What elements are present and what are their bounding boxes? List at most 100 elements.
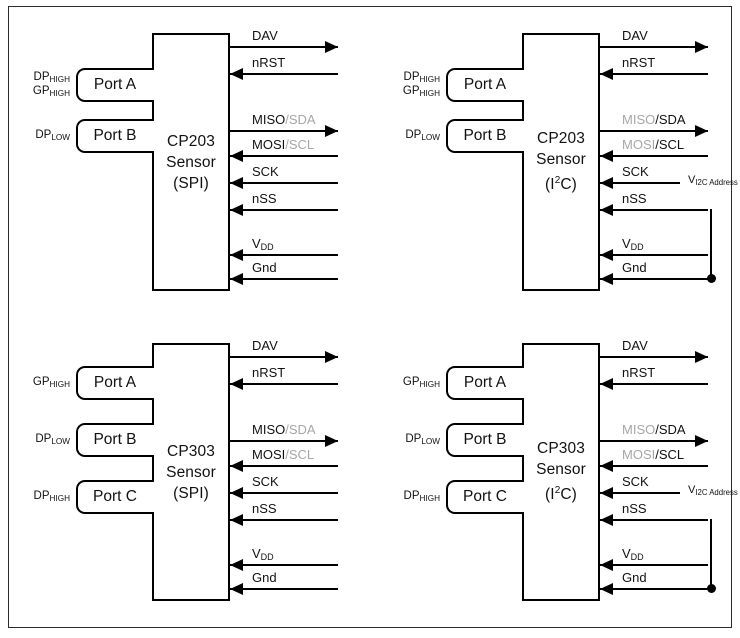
arrow-in-sck bbox=[230, 176, 243, 189]
signal-label-miso: MISO/SDA bbox=[252, 422, 316, 437]
signal-label-gnd: Gnd bbox=[252, 260, 277, 275]
arrow-in-nrst bbox=[600, 377, 613, 390]
signal-wire-miso bbox=[600, 440, 708, 442]
signal-wire-vdd bbox=[600, 254, 708, 256]
port-box-port-c[interactable]: Port C bbox=[76, 480, 152, 514]
signal-wire-mosi bbox=[600, 465, 708, 467]
signal-wire-nrst bbox=[230, 73, 338, 75]
signal-label-nss: nSS bbox=[622, 501, 647, 516]
sensor-kind-label: Sensor bbox=[166, 463, 216, 481]
signal-wire-vdd bbox=[230, 564, 338, 566]
arrow-in-vdd bbox=[230, 248, 243, 261]
arrow-in-sck bbox=[600, 176, 613, 189]
signal-label-sck: SCK bbox=[622, 164, 649, 179]
nss-to-gnd-tie bbox=[710, 519, 712, 588]
arrow-in-nss bbox=[600, 513, 613, 526]
arrow-in-nrst bbox=[230, 377, 243, 390]
junction-dot-gnd bbox=[706, 273, 716, 283]
signal-wire-nrst bbox=[230, 383, 338, 385]
signal-wire-nrst bbox=[600, 383, 708, 385]
port-annotation-port-b: DPLOW bbox=[405, 129, 440, 142]
port-chip-junction bbox=[149, 482, 155, 512]
arrow-out-dav bbox=[325, 40, 338, 53]
port-annotation-port-b: DPLOW bbox=[405, 433, 440, 446]
sensor-part-number: CP203 bbox=[537, 130, 585, 148]
signal-label-nss: nSS bbox=[622, 191, 647, 206]
arrow-out-miso bbox=[695, 434, 708, 447]
arrow-in-gnd bbox=[230, 582, 243, 595]
vref-i2c-address-label: VI2C Address bbox=[688, 174, 738, 187]
signal-label-miso: MISO/SDA bbox=[252, 112, 316, 127]
signal-label-vdd: VDD bbox=[252, 546, 274, 563]
sensor-bus-label: (SPI) bbox=[173, 174, 209, 192]
signal-label-sck: SCK bbox=[622, 474, 649, 489]
port-box-port-b[interactable]: Port B bbox=[76, 423, 152, 457]
signal-label-sck: SCK bbox=[252, 164, 279, 179]
port-chip-junction bbox=[519, 121, 525, 151]
port-label: Port C bbox=[463, 488, 507, 505]
arrow-out-dav bbox=[695, 350, 708, 363]
port-label: Port A bbox=[93, 374, 137, 391]
signal-label-nrst: nRST bbox=[622, 55, 656, 70]
port-annotation-port-b: DPLOW bbox=[35, 129, 70, 142]
arrow-in-nss bbox=[230, 513, 243, 526]
port-box-port-b[interactable]: Port B bbox=[446, 119, 522, 153]
arrow-in-mosi bbox=[230, 149, 243, 162]
port-chip-junction bbox=[519, 368, 525, 398]
signal-wire-mosi bbox=[600, 155, 708, 157]
arrow-in-nrst bbox=[230, 67, 243, 80]
port-box-port-b[interactable]: Port B bbox=[446, 423, 522, 457]
port-annotation-port-b: DPLOW bbox=[35, 433, 70, 446]
arrow-in-gnd bbox=[230, 272, 243, 285]
port-box-port-c[interactable]: Port C bbox=[446, 480, 522, 514]
port-box-port-a[interactable]: Port A bbox=[446, 68, 522, 102]
sensor-part-number: CP203 bbox=[167, 132, 215, 150]
arrow-in-vdd bbox=[600, 558, 613, 571]
port-chip-junction bbox=[149, 425, 155, 455]
signal-label-mosi: MOSI/SCL bbox=[252, 447, 315, 462]
port-box-port-a[interactable]: Port A bbox=[446, 366, 522, 400]
arrow-out-miso bbox=[325, 434, 338, 447]
port-box-port-b[interactable]: Port B bbox=[76, 119, 152, 153]
signal-label-nrst: nRST bbox=[252, 365, 286, 380]
signal-label-mosi: MOSI/SCL bbox=[622, 137, 685, 152]
port-chip-junction bbox=[519, 70, 525, 100]
arrow-in-sck bbox=[600, 486, 613, 499]
port-annotation-port-a: GPHIGH bbox=[402, 376, 440, 389]
signal-label-gnd: Gnd bbox=[622, 260, 647, 275]
signal-wire-dav bbox=[600, 46, 708, 48]
signal-label-sck: SCK bbox=[252, 474, 279, 489]
signal-wire-dav bbox=[230, 356, 338, 358]
port-chip-junction bbox=[519, 482, 525, 512]
signal-label-dav: DAV bbox=[622, 338, 648, 353]
sensor-bus-label: (SPI) bbox=[173, 484, 209, 502]
sensor-bus-label: (I2C) bbox=[545, 485, 577, 504]
port-label: Port B bbox=[93, 127, 137, 144]
port-label: Port A bbox=[93, 76, 137, 93]
signal-wire-nrst bbox=[600, 73, 708, 75]
signal-label-vdd: VDD bbox=[252, 236, 274, 253]
arrow-in-gnd bbox=[600, 272, 613, 285]
sensor-kind-label: Sensor bbox=[166, 153, 216, 171]
signal-wire-sck bbox=[230, 492, 338, 494]
port-box-port-a[interactable]: Port A bbox=[76, 366, 152, 400]
signal-wire-nss bbox=[600, 519, 708, 521]
sensor-kind-label: Sensor bbox=[536, 461, 586, 479]
port-chip-junction bbox=[149, 121, 155, 151]
arrow-in-mosi bbox=[600, 459, 613, 472]
sensor-kind-label: Sensor bbox=[536, 151, 586, 169]
port-annotation-port-c: DPHIGH bbox=[33, 490, 70, 503]
port-box-port-a[interactable]: Port A bbox=[76, 68, 152, 102]
port-chip-junction bbox=[149, 70, 155, 100]
port-label: Port B bbox=[463, 431, 507, 448]
port-annotation-port-a: GPHIGH bbox=[32, 376, 70, 389]
signal-wire-gnd bbox=[600, 278, 708, 280]
